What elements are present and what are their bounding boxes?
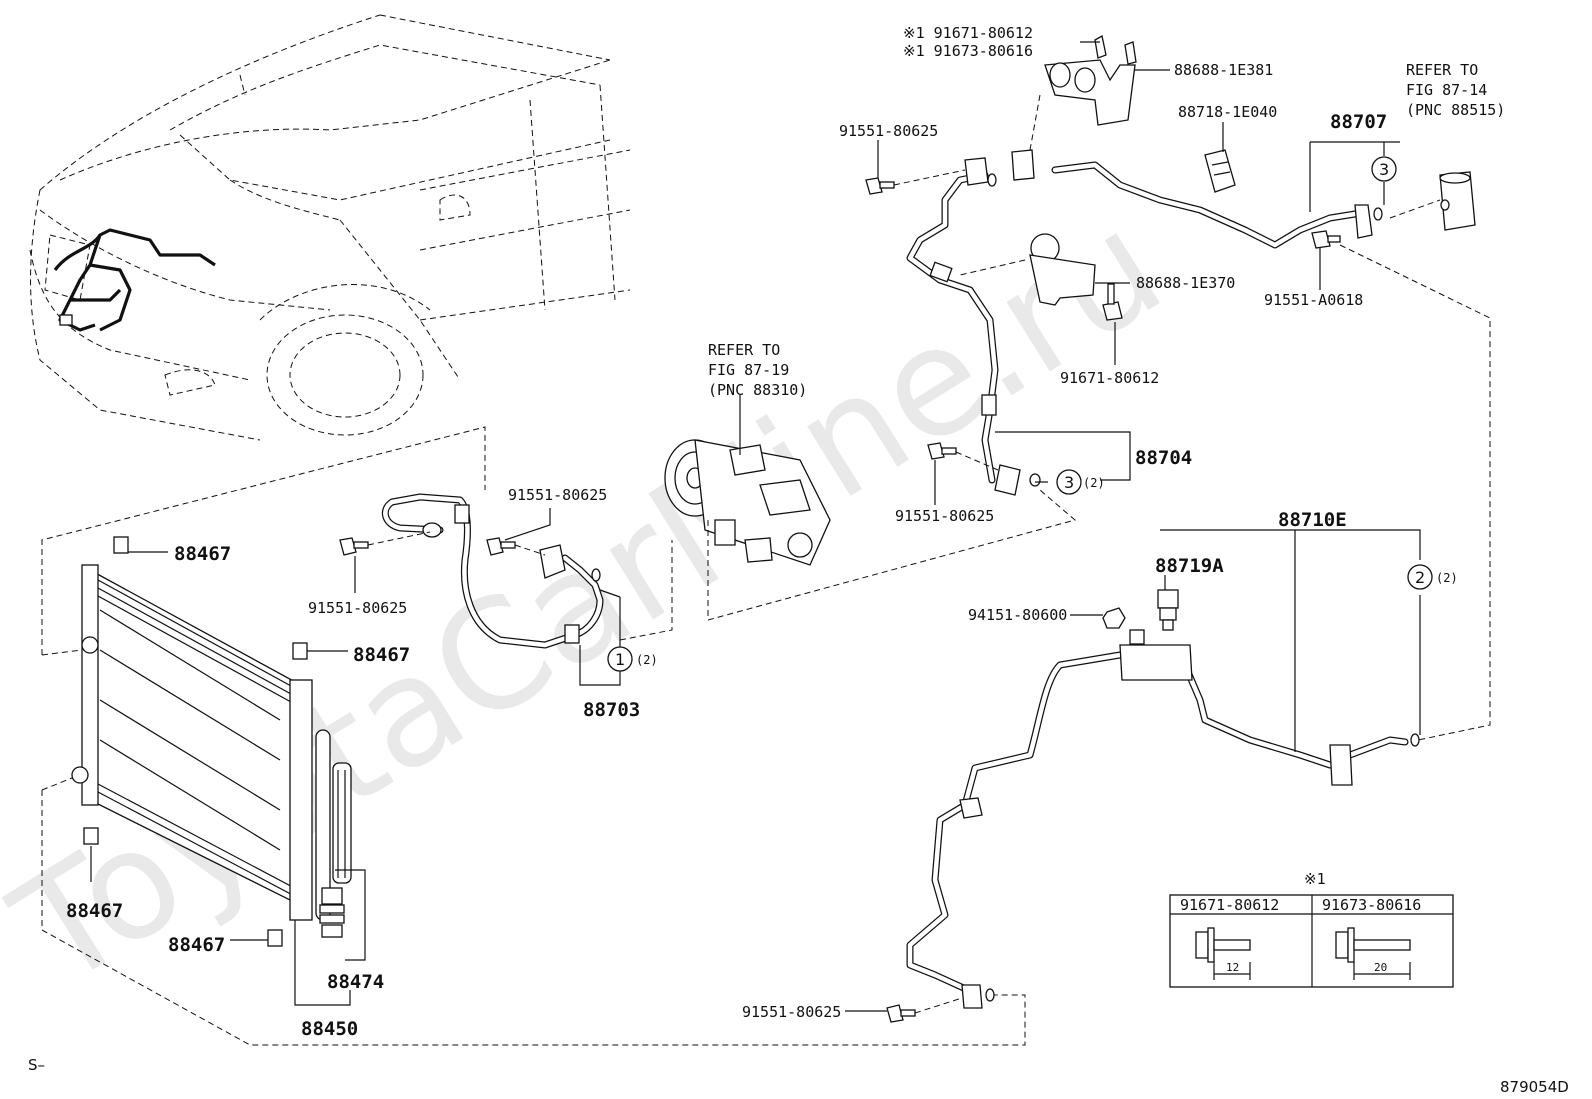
label-88467-b: 88467: [353, 644, 410, 666]
bushing-88467-d: [267, 929, 283, 947]
bolt-91551-80625-bottom: [886, 1004, 916, 1023]
expansion-valve: [1439, 171, 1476, 231]
bolt-91551-A0618: [1311, 230, 1341, 249]
label-88719A: 88719A: [1155, 555, 1224, 577]
label-88703: 88703: [583, 699, 640, 721]
callout-3-mid-text: 3: [1064, 473, 1074, 492]
pressure-switch-88719A: [1157, 589, 1179, 631]
callout-1: [607, 646, 633, 672]
bolt-91551-80625-mid: [927, 442, 957, 460]
bolt-table-col1: 91671-80612: [1180, 896, 1279, 914]
bracket-88688-1E370: [1029, 233, 1096, 306]
label-91551-80625-hose: 91551-80625: [508, 486, 607, 504]
refer-87-14-line1: REFER TO: [1406, 61, 1478, 79]
label-91551-80625-top: 91551-80625: [839, 122, 938, 140]
refer-87-14-line2: FIG 87-14: [1406, 81, 1487, 99]
label-91551-A0618: 91551-A0618: [1264, 291, 1363, 309]
note-91673-80616: ※1 91673-80616: [903, 42, 1033, 60]
label-88467-a: 88467: [174, 543, 231, 565]
callout-3-mid: [1056, 469, 1082, 495]
liquid-tube-88710E: [906, 629, 1420, 1009]
suction-hose-88704: [906, 171, 1021, 496]
bolt-table-col2: 91673-80616: [1322, 896, 1421, 914]
label-88474: 88474: [327, 971, 384, 993]
label-88688-1E370: 88688-1E370: [1136, 274, 1235, 292]
refer-87-19-line2: FIG 87-19: [708, 361, 789, 379]
vehicle-illustration: [29, 14, 631, 441]
label-91551-80625-mid: 91551-80625: [895, 507, 994, 525]
callout-1-text: 1: [615, 650, 625, 669]
label-88467-c: 88467: [66, 900, 123, 922]
note-91671-80612: ※1 91671-80612: [903, 24, 1033, 42]
bolt-table-mark: ※1: [1304, 870, 1326, 888]
bushing-88467-c: [83, 827, 99, 845]
figure-code: 879054D: [1500, 1078, 1569, 1096]
nut-94151-80600: [1102, 607, 1126, 629]
bracket-88688-1E381: [1044, 34, 1137, 126]
callout-3-top-text: 3: [1379, 160, 1389, 179]
leader-lines: [90, 41, 1421, 1012]
liquid-pipe-88707: [964, 149, 1383, 249]
callout-1-qty: (2): [636, 653, 658, 667]
label-91671-80612: 91671-80612: [1060, 369, 1159, 387]
discharge-hose-88703: [381, 493, 604, 649]
bushing-88467-b: [292, 642, 308, 660]
refer-87-14-line3: (PNC 88515): [1406, 101, 1505, 119]
label-88707: 88707: [1330, 111, 1387, 133]
watermark: ToyotaCarMine.ru: [0, 179, 1190, 1021]
dryer-cap-88474: [319, 887, 345, 938]
callout-3-qty: (2): [1083, 476, 1105, 490]
callout-2: [1407, 564, 1433, 590]
bolt-91671-80612: [1102, 283, 1123, 321]
callout-2-qty: (2): [1436, 571, 1458, 585]
label-91551-80625-left: 91551-80625: [308, 599, 407, 617]
bolt-table: ※1 91671-80612 91673-80616 12 20: [1169, 870, 1454, 988]
compressor-illustration: [664, 439, 831, 566]
condenser-88450: [71, 564, 352, 921]
label-88718-1E040: 88718-1E040: [1178, 103, 1277, 121]
footer-left-mark: S–: [28, 1056, 45, 1074]
label-88450: 88450: [301, 1018, 358, 1040]
bolt-91551-80625-a: [339, 537, 369, 556]
bushing-88467-a: [113, 536, 129, 554]
refer-87-19-line1: REFER TO: [708, 341, 780, 359]
label-91551-80625-bottom: 91551-80625: [742, 1003, 841, 1021]
bolt-table-len1: 12: [1226, 961, 1239, 974]
label-88710E: 88710E: [1278, 509, 1347, 531]
label-88688-1E381: 88688-1E381: [1174, 61, 1273, 79]
label-88467-d: 88467: [168, 934, 225, 956]
refer-87-19-line3: (PNC 88310): [708, 381, 807, 399]
bolt-91551-80625-top: [865, 177, 895, 195]
callout-3-top: [1371, 156, 1397, 182]
bolt-91551-80625-b: [486, 537, 516, 556]
clip-88718-1E040: [1204, 149, 1236, 193]
label-94151-80600: 94151-80600: [968, 606, 1067, 624]
bolt-table-len2: 20: [1374, 961, 1387, 974]
callout-2-text: 2: [1415, 568, 1425, 587]
label-88704: 88704: [1135, 447, 1192, 469]
